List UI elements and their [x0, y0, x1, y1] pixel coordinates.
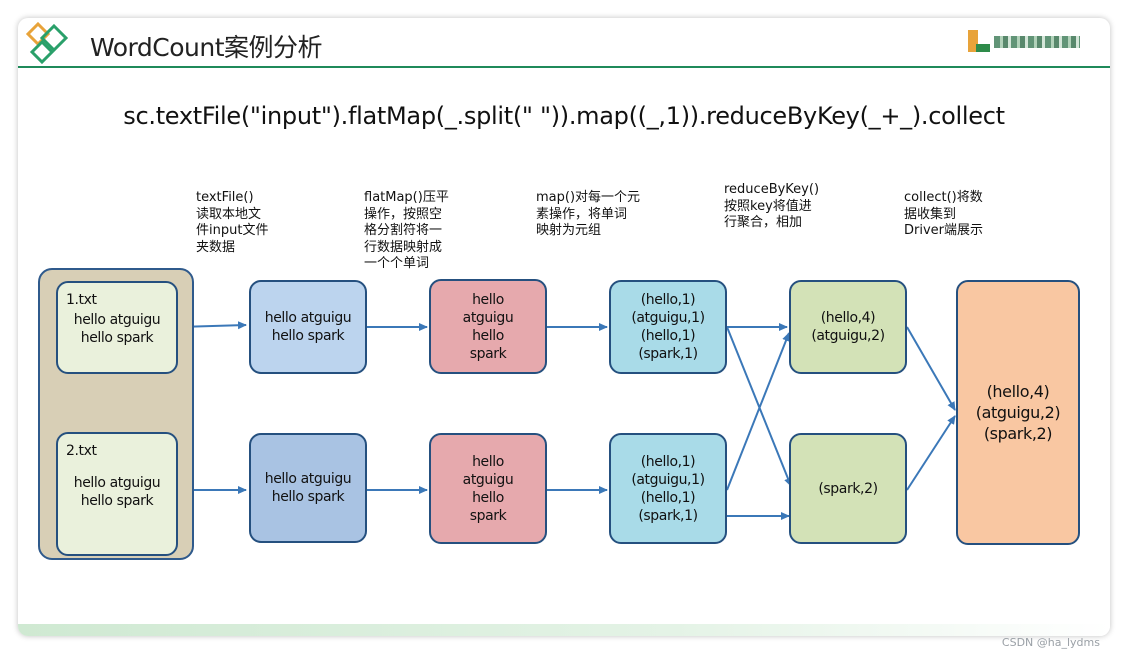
box-line: atguigu — [462, 309, 514, 326]
box-line: hello atguigu — [264, 471, 352, 487]
box-line: hello — [472, 453, 504, 470]
box-line: (atguigu,1) — [631, 310, 705, 326]
box-line: (hello,1) — [640, 489, 696, 506]
arrow-map-bottom-to-reduce-top — [726, 332, 790, 491]
box-line: (hello,1) — [640, 292, 696, 308]
textfile-box-1: hello atguigu hello spark — [249, 280, 367, 374]
slide: WordCount案例分析 sc.textFile("input").flatM… — [18, 18, 1110, 636]
watermark: CSDN @ha_lydms — [1001, 636, 1100, 649]
box-line: spark — [469, 345, 507, 362]
arrow-reduce-top-to-collect — [906, 326, 956, 411]
page-title: WordCount案例分析 — [90, 33, 323, 62]
flatmap-box-2: hello atguigu hello spark — [429, 433, 547, 544]
diamond-logo-icon — [25, 22, 69, 65]
box-line: hello spark — [271, 489, 345, 505]
code-line: sc.textFile("input").flatMap(_.split(" "… — [123, 102, 1005, 130]
arrow-reduce-bottom-to-collect — [906, 415, 956, 491]
file-box-2: 2.txt hello atguigu hello spark — [56, 432, 178, 556]
file-line: hello atguigu — [73, 312, 161, 328]
box-line: (spark,1) — [638, 346, 698, 362]
reduce-box-2: (spark,2) — [789, 433, 907, 544]
annotation-flatmap: flatMap()压平 操作，按照空 格分割符将一 行数据映射成 一个个单词 — [364, 190, 449, 271]
annotation-map: map()对每一个元 素操作，将单词 映射为元组 — [536, 190, 641, 238]
annotation-collect: collect()将数 据收集到 Driver端展示 — [904, 190, 984, 238]
box-line: spark — [469, 507, 507, 524]
box-line: (spark,1) — [638, 507, 698, 524]
annotation-textfile: textFile() 读取本地文 件input文件 夹数据 — [196, 190, 269, 255]
file-line: hello atguigu — [73, 475, 161, 491]
box-line: hello spark — [271, 328, 345, 344]
reduce-box-1: (hello,4) (atguigu,2) — [789, 280, 907, 374]
box-line: (hello,4) — [820, 310, 876, 326]
textfile-box-2: hello atguigu hello spark — [249, 433, 367, 543]
flow-arrows — [178, 321, 956, 520]
map-box-1: (hello,1) (atguigu,1) (hello,1) (spark,1… — [609, 280, 727, 374]
box-line: (atguigu,2) — [975, 403, 1061, 422]
file-name: 1.txt — [66, 292, 97, 308]
box-line: (atguigu,1) — [631, 471, 705, 488]
flatmap-box-1: hello atguigu hello spark — [429, 279, 547, 374]
header-divider — [18, 66, 1110, 68]
brand-logo — [968, 30, 1084, 54]
file-name: 2.txt — [66, 443, 97, 459]
annotation-reducebykey: reduceByKey() 按照key将值进 行聚合，相加 — [724, 182, 820, 230]
file-line: hello spark — [80, 493, 154, 509]
box-line: hello — [472, 291, 504, 308]
box-line: atguigu — [462, 471, 514, 488]
box-line: (hello,4) — [986, 382, 1050, 401]
file-box-1: 1.txt hello atguigu hello spark — [56, 281, 178, 374]
box-line: hello atguigu — [264, 310, 352, 326]
box-line: hello — [472, 327, 504, 344]
box-line: (spark,2) — [983, 424, 1053, 443]
footer-band — [18, 624, 1110, 636]
box-line: (hello,1) — [640, 453, 696, 470]
file-line: hello spark — [80, 330, 154, 346]
box-line: (hello,1) — [640, 328, 696, 344]
box-line: hello — [472, 489, 504, 506]
collect-box: (hello,4) (atguigu,2) (spark,2) — [956, 280, 1080, 545]
box-line: (atguigu,2) — [811, 328, 885, 344]
box-line: (spark,2) — [818, 480, 878, 497]
map-box-2: (hello,1) (atguigu,1) (hello,1) (spark,1… — [609, 433, 727, 544]
